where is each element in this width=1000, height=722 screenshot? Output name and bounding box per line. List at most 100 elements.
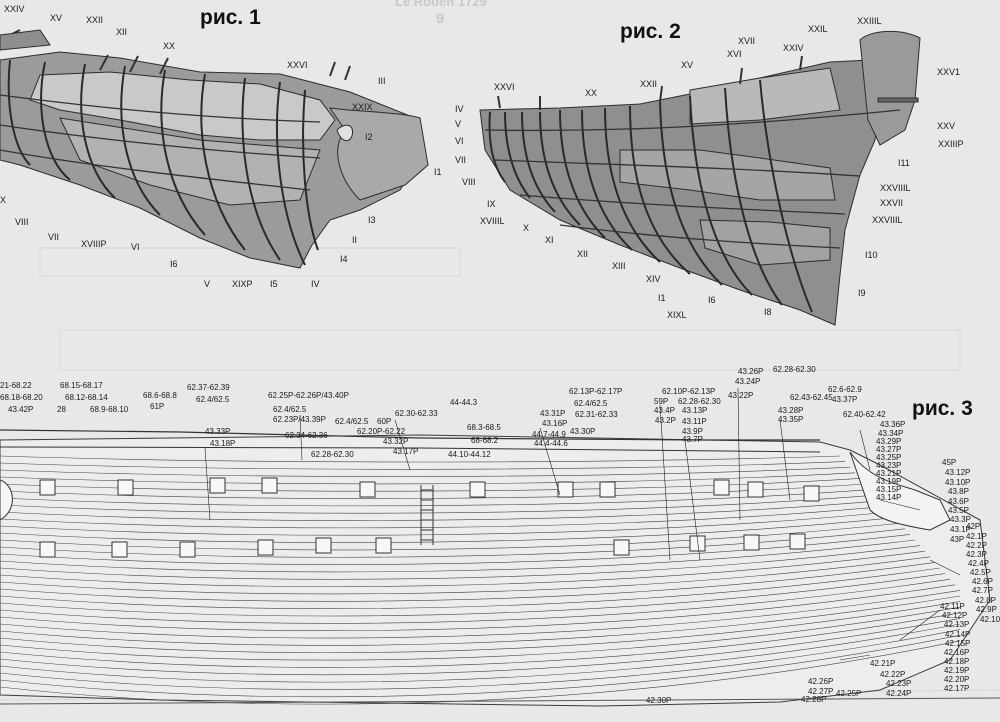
fig1-label: XXIV [4, 4, 25, 14]
fig3-label: 28 [57, 405, 66, 414]
fig2-label: XX [585, 88, 598, 98]
plank-line [0, 634, 961, 698]
fig1-label: VI [131, 242, 140, 252]
fig3-label: 62.40-62.42 [843, 410, 886, 419]
fig3-label: 42.2P [966, 541, 987, 550]
fig3-label: 42P [966, 522, 981, 531]
fig3-label: 43.5P [948, 506, 969, 515]
fig3-label: 62.10P-62.13P [662, 387, 716, 396]
fig2-label: XXVIIIL [880, 183, 911, 193]
fig1-label: XV [50, 13, 63, 23]
fig3-label: 42.24P [886, 689, 912, 698]
fig3-label: 43.29P [876, 437, 902, 446]
fig2-label: XV [681, 60, 694, 70]
fig3-label: 43.24P [735, 377, 761, 386]
fig2-label: XXVI [494, 82, 515, 92]
plank-line [0, 618, 961, 676]
fig3-label: 42.9P [976, 605, 997, 614]
plank-line [0, 483, 866, 499]
fig3-label: 21-68.22 [0, 381, 32, 390]
gun-ports [39, 477, 820, 558]
fig2-label: I8 [764, 307, 772, 317]
plank-line [0, 539, 916, 573]
gun-port [209, 477, 226, 494]
gun-port [557, 481, 574, 498]
fig3-label: 43.35P [778, 415, 804, 424]
plank-line [0, 478, 861, 492]
fig3-label: 42.5P [970, 568, 991, 577]
fig3-label: 43.14P [876, 493, 902, 502]
fig1-label: X [0, 195, 7, 205]
plank-line [0, 578, 951, 624]
fig3-label: 42.13P [944, 620, 970, 629]
fig2-label: IX [487, 199, 496, 209]
plank-line [0, 455, 841, 463]
fig3-label: 43.13P [682, 406, 708, 415]
fig3-label: 43.10P [945, 478, 971, 487]
fig3-label: 43.16P [542, 419, 568, 428]
fig3-label: 43.42P [8, 405, 34, 414]
fig3-label: 42.10P [980, 615, 1000, 624]
fig3-label: 43.37P [832, 395, 858, 404]
fig1-label: I5 [270, 279, 278, 289]
gun-port [803, 485, 820, 502]
fig2-label: XXV [937, 121, 956, 131]
fig3-label: 42.22P [880, 670, 906, 679]
leader-line [879, 499, 921, 511]
gun-port [375, 537, 392, 554]
fig3-label: 62.25P-62.26P/43.40P [268, 391, 349, 400]
fig2-hull-frame [479, 30, 921, 326]
fig3-label: 43.33P [205, 427, 231, 436]
fig3-label: 62.37-62.39 [187, 383, 230, 392]
fig1-label: XX [163, 41, 176, 51]
fig3-label: 42.14P [945, 630, 971, 639]
fig3-label: 43.9P [682, 427, 703, 436]
fig1-label: VII [48, 232, 60, 242]
fig2-label: I9 [858, 288, 866, 298]
fig3-label: 62.13P-62.17P [569, 387, 623, 396]
plank-line [0, 595, 961, 646]
fig2-label: XXIIIP [938, 139, 964, 149]
fig3-label: 43.36P [880, 420, 906, 429]
fig3-label: 62.4/62.5 [335, 417, 369, 426]
plank-line [0, 506, 886, 529]
fig2-label: XXV1 [937, 67, 961, 77]
leader-line [929, 559, 961, 576]
fig3-label: 62.23P/43.39P [273, 415, 326, 424]
fig3-label: 43.34P [878, 429, 904, 438]
fig3-label: 45P [942, 458, 957, 467]
fig1-label: II [352, 235, 358, 245]
leader-line [299, 414, 303, 461]
fig3-label: 43.6P [948, 497, 969, 506]
fig2-label: XIXL [667, 310, 687, 320]
fig3-label: 43.23P [876, 461, 902, 470]
gun-port [689, 535, 706, 552]
fig3-label: 43.22P [728, 391, 754, 400]
leader-line [659, 404, 671, 561]
fig1-hull-frame [0, 29, 429, 269]
fig3-label: 62.4/62.5 [196, 395, 230, 404]
fig3-label: 68.12-68.14 [65, 393, 108, 402]
fig3-label: 42.28P [801, 695, 827, 704]
gun-port [111, 541, 128, 558]
gun-port [747, 481, 764, 498]
gun-port [39, 541, 56, 558]
fig2-label: XIII [612, 261, 626, 271]
fig3-label: 62.20P-62.22 [357, 427, 406, 436]
fig3-label: 42.11P [940, 602, 965, 611]
fig3-label: 42.4P [968, 559, 989, 568]
fig3-label: 62.34-62.36 [285, 431, 328, 440]
plank-line [0, 517, 896, 543]
fig3-label: 43.4P [654, 406, 675, 415]
fig2-label: XXIIIL [857, 16, 882, 26]
fig1-label: XXII [86, 15, 104, 25]
gun-port [789, 533, 806, 550]
fig3-label: 43.15P [876, 485, 902, 494]
leader-line [839, 654, 871, 661]
plank-line [0, 640, 961, 705]
leader-line [737, 387, 741, 521]
fig3-label: 61P [150, 402, 165, 411]
gun-port [743, 534, 760, 551]
fig3-title: рис. 3 [912, 397, 973, 420]
leader-line [539, 427, 561, 496]
